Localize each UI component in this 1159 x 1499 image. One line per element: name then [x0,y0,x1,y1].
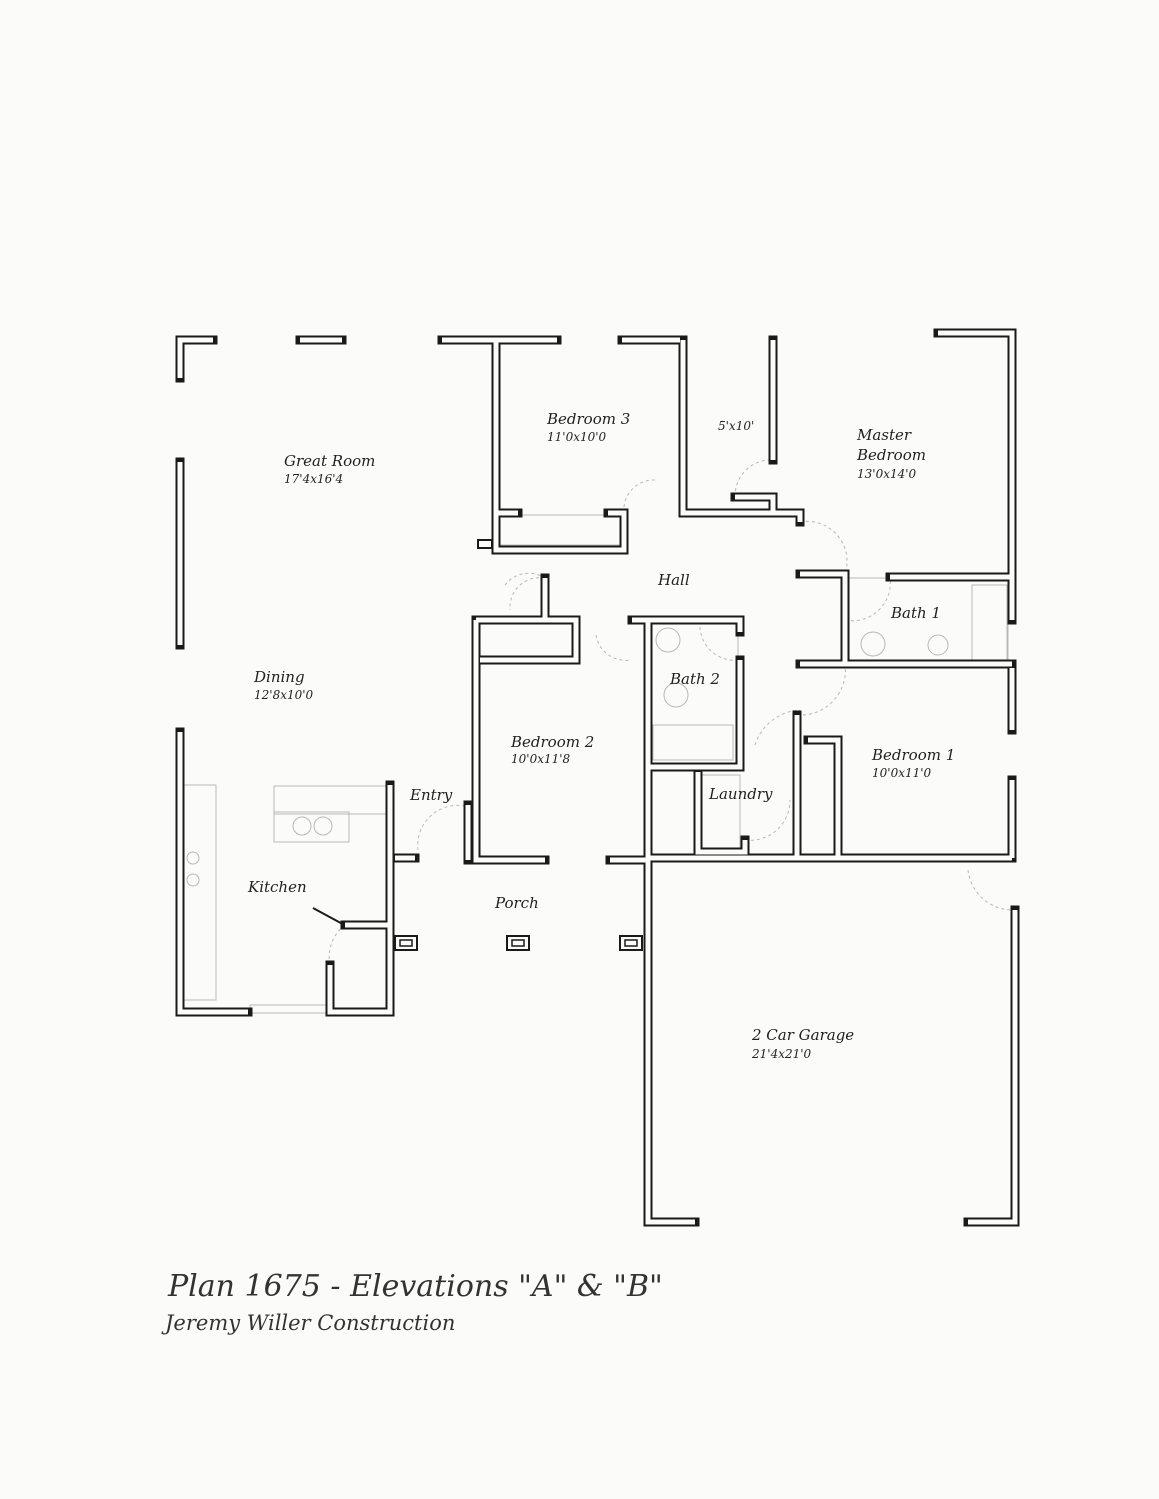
fixture-basin [313,816,333,836]
fixture-outline [249,1004,331,1014]
fixture-basin [860,631,886,657]
door-swing [417,804,466,851]
fixtures [182,514,1009,1014]
fixture-outline [971,584,1008,661]
fixture-basin [186,851,200,865]
door-swing [504,572,546,586]
fixture-outline [273,785,389,815]
room-label-entry: Entry [409,786,453,804]
room-dims-bedroom-1: 10'0x11'0 [872,766,932,780]
wall-core [177,732,248,1015]
fixture-outline [652,724,734,761]
wall-core [735,494,776,513]
door-swing [595,634,631,661]
wall-segment [693,767,750,857]
porch-post [394,935,418,951]
door-swing [734,459,774,498]
wall-segment [491,335,629,555]
plan-title: Plan 1675 - Elevations "A" & "B" [167,1269,663,1304]
door-swings [312,459,1013,966]
wall-core [327,785,393,1015]
fixture-outline [273,811,350,843]
fixture-basin [663,682,689,708]
porch-posts [394,539,643,951]
wall-core [968,910,1018,1225]
wall-segment [803,735,843,863]
fixture-outline [182,784,217,1001]
door-swing [699,626,741,661]
wall-segment [325,780,395,1017]
door-swing [744,799,791,841]
fixture-basin [186,873,200,887]
room-label-porch: Porch [494,894,539,912]
wall-segment [795,569,850,667]
builder-name: Jeremy Willer Construction [161,1311,455,1335]
room-dims-master-bedroom: 13'0x14'0 [857,467,917,481]
wall-core [476,617,579,663]
door-swing [799,520,848,575]
room-label-laundry: Laundry [708,785,773,803]
room-dims-dining: 12'8x10'0 [254,688,314,702]
door-swing [623,479,656,514]
room-label-master-bedroom-1: Master [856,426,912,444]
room-label-bedroom-2: Bedroom 2 [510,733,594,751]
wall-segment [471,615,581,665]
porch-post-inner [624,939,638,947]
wall-segment [175,335,218,383]
room-label-hall: Hall [657,571,690,589]
wall-segment [175,727,253,1017]
door-swing [844,576,891,622]
room-label-kitchen: Kitchen [247,878,307,896]
wall-core [632,617,743,632]
wall-core [177,337,213,378]
room-label-closet: 5'x10' [718,419,754,433]
room-dims-great-room: 17'4x16'4 [284,472,343,486]
door-swing [796,663,846,716]
wall-core [808,737,841,858]
room-label-bath-2: Bath 2 [669,670,720,688]
room-label-great-room: Great Room [284,452,375,470]
fixture-basin [292,816,312,836]
wall-core [680,340,803,522]
porch-post-inner [399,939,413,947]
fixture-outline [499,514,621,546]
wall-core [493,340,627,553]
room-dims-bedroom-2: 10'0x11'8 [511,752,571,766]
porch-post [619,935,643,951]
room-dims-garage: 21'4x21'0 [751,1047,812,1061]
room-label-dining: Dining [253,668,305,686]
fixture-basin [655,627,681,653]
fireplace-block [477,539,493,549]
room-label-garage: 2 Car Garage [751,1026,854,1044]
wall-core [800,571,848,662]
fixture-basin [927,634,949,656]
door-swing [328,924,346,966]
door-swing [967,869,1013,911]
wall-core [645,620,695,1225]
wall-segment [963,905,1020,1227]
wall-core [938,330,1015,620]
room-label-master-bedroom-2: Bedroom [856,446,926,464]
room-label-bedroom-3: Bedroom 3 [546,410,630,428]
wall-core [648,660,743,770]
porch-post [506,935,530,951]
walls [175,328,1020,1227]
fixture-outline [649,619,739,766]
room-label-bedroom-1: Bedroom 1 [871,746,955,764]
wall-core [473,620,545,863]
room-label-bath-1: Bath 1 [890,604,941,622]
wall-core [695,772,748,855]
porch-post-inner [511,939,525,947]
room-dims-bedroom-3: 11'0x10'0 [547,430,607,444]
wall-segment [643,615,700,1227]
door-swing [509,577,546,611]
